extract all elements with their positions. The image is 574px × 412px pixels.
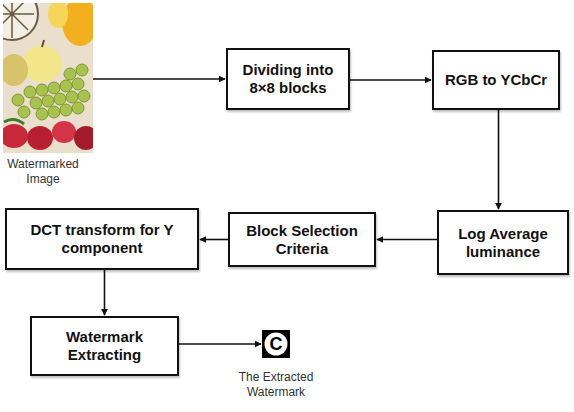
flow-arrow — [179, 343, 261, 345]
box-label: Log Average luminance — [439, 225, 567, 261]
process-box: Block Selection Criteria — [228, 212, 376, 267]
process-box: Dividing into 8×8 blocks — [226, 48, 350, 110]
box-label: DCT transform for Y component — [7, 221, 197, 257]
process-box: Log Average luminance — [437, 210, 569, 275]
box-label: RGB to YCbCr — [439, 71, 553, 89]
process-box: DCT transform for Y component — [5, 208, 199, 270]
box-label: Block Selection Criteria — [230, 222, 374, 258]
flow-arrow — [200, 239, 228, 241]
flow-arrow — [104, 270, 106, 315]
process-box: RGB to YCbCr — [432, 50, 560, 110]
flow-arrow — [93, 78, 225, 80]
box-label: Watermark Extracting — [32, 328, 177, 364]
input-image: Watermarked Image — [3, 3, 93, 153]
watermark-icon: CThe Extracted Watermark — [262, 330, 290, 358]
process-box: Watermark Extracting — [30, 316, 179, 376]
box-label: Dividing into 8×8 blocks — [228, 61, 348, 97]
caption-label: Watermarked Image — [3, 157, 83, 187]
flow-arrow — [377, 239, 437, 241]
caption-label: The Extracted Watermark — [224, 370, 328, 400]
flow-arrow — [498, 110, 500, 209]
icon-letter: C — [270, 335, 283, 353]
flow-arrow — [350, 79, 431, 81]
